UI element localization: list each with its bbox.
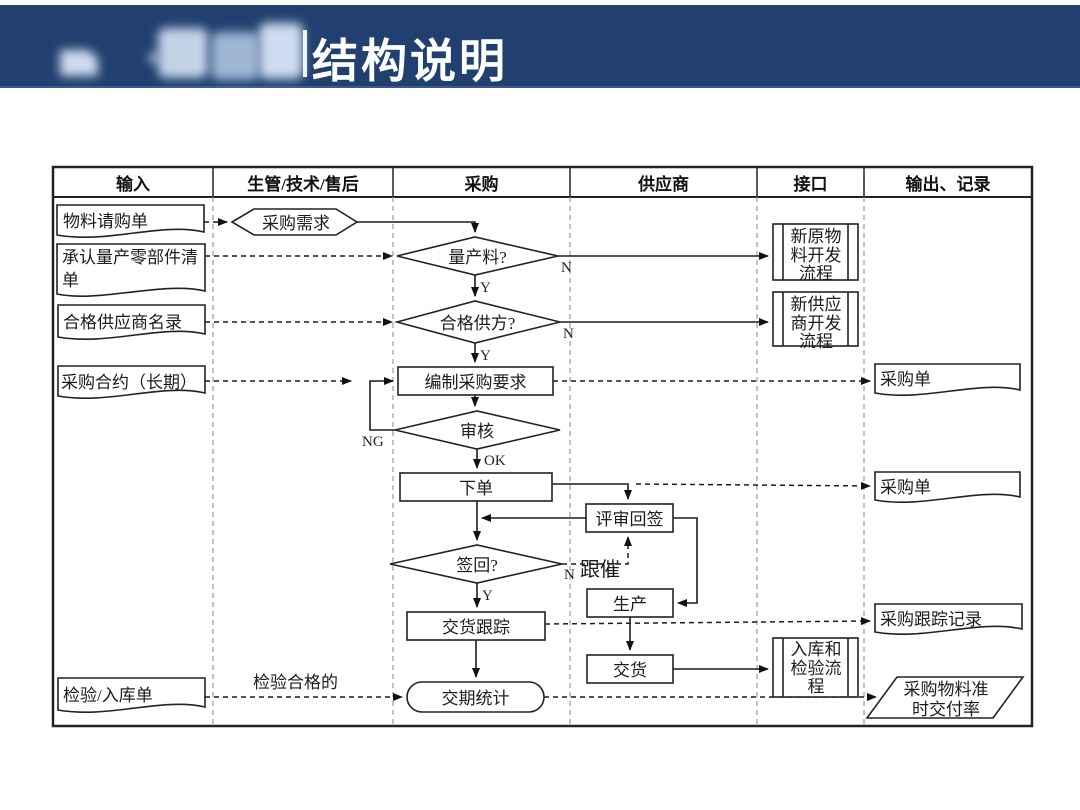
delivery-tracking-box bbox=[406, 611, 546, 641]
production-label: 生产 bbox=[613, 595, 647, 614]
mass-production-n-label: N bbox=[561, 260, 572, 276]
qualified-supplier-label: 合格供方? bbox=[439, 314, 516, 333]
mass-production-label: 量产料? bbox=[448, 248, 507, 267]
tracking-record-label: 采购跟踪记录 bbox=[880, 610, 982, 629]
swimlane-grid bbox=[51, 165, 1034, 728]
signed-back-decision bbox=[389, 544, 563, 584]
signed-back-n-label: N bbox=[564, 567, 575, 583]
tracking-record-doc-shape bbox=[874, 603, 1023, 635]
on-time-delivery-rate-parallelogram bbox=[865, 676, 1025, 719]
material-request-label: 物料请购单 bbox=[63, 212, 148, 231]
delivery-label: 交货 bbox=[613, 661, 647, 680]
purchase-order-2-label: 采购单 bbox=[880, 478, 931, 497]
signed-back-y-label: Y bbox=[482, 588, 493, 604]
mass-production-decision bbox=[396, 236, 559, 276]
qualified-supplier-decision bbox=[393, 300, 561, 344]
inspection-receipt-label: 检验/入库单 bbox=[63, 686, 153, 705]
column-header-label: 输出、记录 bbox=[905, 174, 991, 194]
column-header-interface: 接口 bbox=[757, 167, 864, 197]
qualified-supplier-n-label: N bbox=[563, 326, 574, 342]
purchase-order-1-doc-shape bbox=[874, 363, 1021, 396]
title-bar: 结构说明 bbox=[0, 5, 1080, 88]
redacted-blob bbox=[148, 53, 160, 63]
warehouse-inspection-process-label: 入库和检验流程 bbox=[790, 640, 842, 697]
on-time-delivery-rate-label: 采购物料准时交付率 bbox=[903, 680, 989, 719]
column-header-label: 供应商 bbox=[638, 174, 689, 194]
qualified-supplier-y-label: Y bbox=[480, 348, 491, 364]
column-header-label: 生管/技术/售后 bbox=[247, 174, 359, 194]
delivery-statistics-stadium bbox=[406, 681, 545, 713]
review-decision bbox=[394, 410, 561, 450]
delivery-box bbox=[586, 654, 674, 684]
inspection-passed-label: 检验合格的 bbox=[253, 673, 338, 692]
production-box bbox=[586, 588, 674, 618]
new-supplier-process-box bbox=[772, 291, 859, 347]
approved-parts-list-label: 承认量产零部件清单 bbox=[62, 248, 198, 290]
column-header-output: 输出、记录 bbox=[864, 167, 1032, 197]
delivery-statistics-label: 交期统计 bbox=[441, 689, 510, 708]
follow-up-label: 跟催 bbox=[580, 559, 620, 581]
warehouse-inspection-process-box bbox=[772, 637, 859, 698]
prepare-requirements-box bbox=[397, 366, 554, 396]
redacted-blob bbox=[60, 50, 98, 76]
purchase-order-2-doc-shape bbox=[874, 471, 1021, 503]
prepare-requirements-label: 编制采购要求 bbox=[424, 373, 527, 392]
purchase-demand-hexagon bbox=[230, 208, 359, 236]
review-sign-back-box bbox=[585, 503, 674, 533]
review-label: 审核 bbox=[460, 422, 494, 441]
review-ng-label: NG bbox=[362, 434, 384, 450]
signed-back-label: 签回? bbox=[456, 556, 498, 575]
column-header-label: 接口 bbox=[793, 174, 828, 194]
new-supplier-process-label: 新供应商开发流程 bbox=[790, 295, 842, 352]
redacted-blob bbox=[211, 32, 259, 80]
delivery-tracking-label: 交货跟踪 bbox=[442, 618, 510, 637]
review-sign-back-label: 评审回签 bbox=[595, 510, 664, 529]
slide-title: 结构说明 bbox=[312, 36, 508, 87]
new-material-process-label: 新原物料开发流程 bbox=[790, 227, 842, 284]
qualified-supplier-list-doc-shape bbox=[57, 304, 206, 340]
new-material-process-box bbox=[772, 223, 859, 281]
column-header-supplier: 供应商 bbox=[570, 167, 757, 197]
solid-connectors bbox=[357, 221, 769, 678]
mass-production-y-label: Y bbox=[480, 280, 491, 296]
place-order-label: 下单 bbox=[459, 479, 493, 498]
column-header-purchasing: 采购 bbox=[393, 167, 570, 197]
column-header-input: 输入 bbox=[53, 167, 213, 197]
place-order-box bbox=[399, 472, 553, 502]
redacted-blob bbox=[158, 28, 208, 78]
column-header-label: 输入 bbox=[116, 174, 150, 194]
inspection-receipt-doc-shape bbox=[57, 677, 206, 713]
dashed-connectors bbox=[204, 218, 877, 701]
title-divider-mark bbox=[303, 30, 307, 77]
qualified-supplier-list-label: 合格供应商名录 bbox=[63, 313, 182, 332]
column-header-prodtech: 生管/技术/售后 bbox=[213, 167, 393, 197]
purchase-order-1-label: 采购单 bbox=[880, 370, 931, 389]
redacted-blob bbox=[259, 23, 303, 79]
purchase-demand-label: 采购需求 bbox=[262, 214, 330, 233]
purchase-contract-label: 采购合约（长期） bbox=[61, 373, 197, 392]
purchase-contract-doc-shape bbox=[57, 365, 206, 399]
material-request-doc-shape bbox=[56, 204, 205, 238]
column-header-label: 采购 bbox=[464, 174, 499, 194]
approved-parts-list-doc-shape bbox=[56, 243, 206, 297]
review-ok-label: OK bbox=[484, 453, 506, 469]
